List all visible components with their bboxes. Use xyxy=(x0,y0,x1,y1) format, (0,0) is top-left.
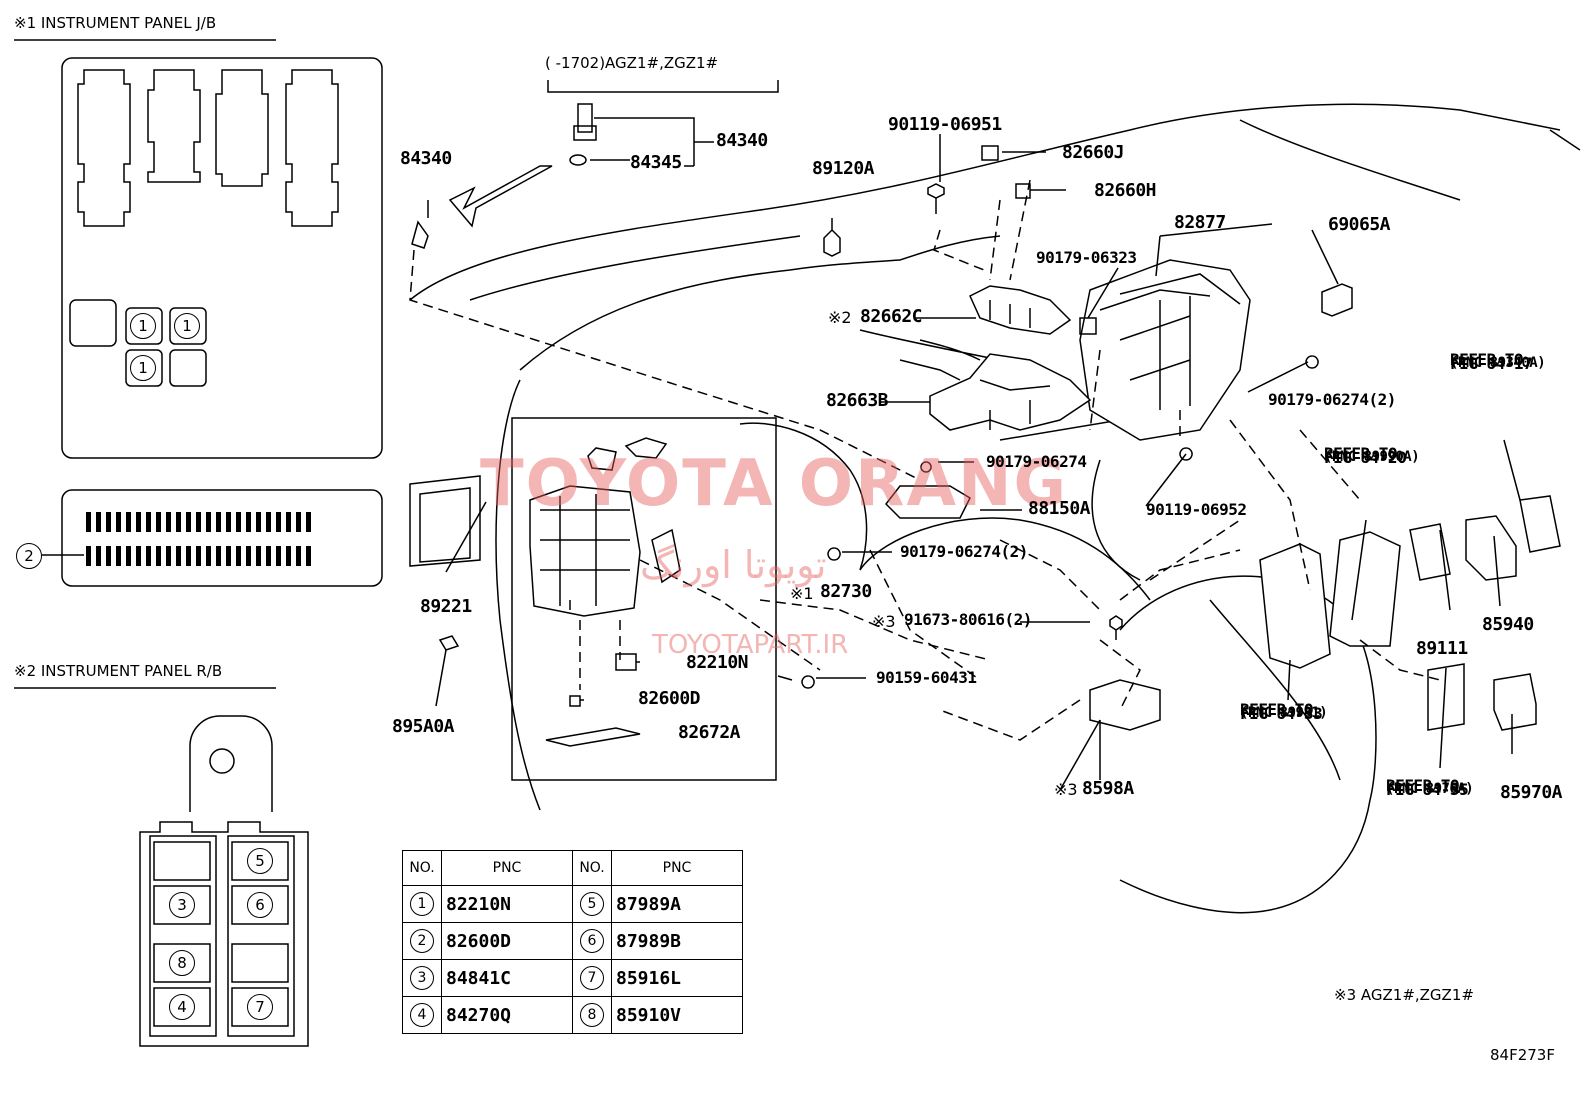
jb-circle-label: 1 xyxy=(130,313,156,339)
jb-section-title: ※1 INSTRUMENT PANEL J/B xyxy=(14,14,217,32)
watermark-persian: تویوتا اورنگ xyxy=(640,543,827,587)
part-label: 82730 xyxy=(820,581,872,602)
refer-line-2: FIG 84-33 xyxy=(1240,704,1323,723)
part-label: 82663B xyxy=(826,390,889,411)
jb-circle-label: 1 xyxy=(130,355,156,381)
header-no: NO. xyxy=(572,850,612,886)
refer-line-2: FIG 84-20 xyxy=(1324,448,1407,467)
watermark-url: TOYOTAPART.IR xyxy=(652,630,849,660)
part-label: 895A0A xyxy=(392,716,455,737)
header-pnc: PNC xyxy=(611,850,743,886)
row-pnc: 85910V xyxy=(611,996,743,1034)
part-mark: ※1 xyxy=(790,584,814,603)
part-label: 82660H xyxy=(1094,180,1157,201)
header-no: NO. xyxy=(402,850,442,886)
part-label: 82672A xyxy=(678,722,741,743)
part-label: 89120A xyxy=(812,158,875,179)
rb-circle-label: 3 xyxy=(169,892,195,918)
refer-line-2: FIG 84-35 xyxy=(1386,780,1469,799)
note-3: ※3 AGZ1#,ZGZ1# xyxy=(1334,986,1474,1004)
part-label: 82660J xyxy=(1062,142,1125,163)
part-mark: ※3 xyxy=(872,612,896,631)
part-label: 82210N xyxy=(686,652,749,673)
rb-circle-label: 6 xyxy=(247,892,273,918)
refer-line-1: REFER TO xyxy=(1450,350,1524,369)
rb-circle-label: 7 xyxy=(247,994,273,1020)
refer-line-3: (PNC 8976A) xyxy=(1386,781,1474,797)
watermark-main: TOYOTA ORANG xyxy=(480,447,1069,521)
part-mark: ※2 xyxy=(828,308,852,327)
part-label: 85940 xyxy=(1482,614,1534,635)
part-label: 89111 xyxy=(1416,638,1468,659)
row-number: 3 xyxy=(410,966,434,990)
refer-line-3: (PNC 89340A) xyxy=(1450,355,1546,371)
figure-id: 84F273F xyxy=(1490,1046,1555,1064)
row-pnc: 82600D xyxy=(441,922,573,960)
refer-line-3: (PNC 89990A) xyxy=(1324,449,1420,465)
part-label: 91673-80616(2) xyxy=(904,610,1032,629)
rb-circle-label: 8 xyxy=(169,950,195,976)
row-pnc: 82210N xyxy=(441,885,573,923)
part-label: 88150A xyxy=(1028,498,1091,519)
part-label: 90179-06274 xyxy=(986,452,1087,471)
row-number: 8 xyxy=(580,1003,604,1027)
refer-line-2: FIG 84-17 xyxy=(1450,354,1533,373)
row-pnc: 87989A xyxy=(611,885,743,923)
part-label: 90159-60431 xyxy=(876,668,977,687)
jb-connector-pins-row-1 xyxy=(86,512,316,532)
refer-line-1: REFER TO xyxy=(1240,700,1314,719)
row-number: 4 xyxy=(410,1003,434,1027)
refer-line-3: (PNC 89981) xyxy=(1240,705,1328,721)
row-number: 1 xyxy=(410,892,434,916)
row-pnc: 87989B xyxy=(611,922,743,960)
part-label: 69065A xyxy=(1328,214,1391,235)
row-number: 5 xyxy=(580,892,604,916)
row-pnc: 84841C xyxy=(441,959,573,997)
part-label: 84345 xyxy=(630,152,682,173)
part-label: 84340 xyxy=(716,130,768,151)
table-row: 4 84270Q 8 85910V xyxy=(402,996,743,1034)
part-label: 82600D xyxy=(638,688,701,709)
header-pnc: PNC xyxy=(441,850,573,886)
rb-circle-label: 4 xyxy=(169,994,195,1020)
part-label: 90179-06274(2) xyxy=(900,542,1028,561)
row-pnc: 85916L xyxy=(611,959,743,997)
part-mark: ※3 xyxy=(1054,780,1078,799)
row-number: 2 xyxy=(410,929,434,953)
part-label: 90179-06274(2) xyxy=(1268,390,1396,409)
row-number: 6 xyxy=(580,929,604,953)
applicability-note: ( -1702)AGZ1#,ZGZ1# xyxy=(545,54,719,72)
part-label: 85970A xyxy=(1500,782,1563,803)
rb-circle-label: 5 xyxy=(247,848,273,874)
table-row: 3 84841C 7 85916L xyxy=(402,959,743,997)
table-row: 1 82210N 5 87989A xyxy=(402,885,743,923)
refer-line-1: REFER TO xyxy=(1324,444,1398,463)
part-label: 89221 xyxy=(420,596,472,617)
part-label: 82877 xyxy=(1174,212,1226,233)
part-label: 90119-06951 xyxy=(888,114,1002,135)
part-label: 90119-06952 xyxy=(1146,500,1247,519)
row-number: 7 xyxy=(580,966,604,990)
jb-connector-pins-row-2 xyxy=(86,546,316,566)
part-label: 8598A xyxy=(1082,778,1134,799)
pnc-table-header: NO. PNC NO. PNC xyxy=(402,850,743,886)
part-label: 82662C xyxy=(860,306,923,327)
table-row: 2 82600D 6 87989B xyxy=(402,922,743,960)
jb-connector-marker: 2 xyxy=(16,543,42,569)
refer-line-1: REFER TO xyxy=(1386,776,1460,795)
row-pnc: 84270Q xyxy=(441,996,573,1034)
part-label: 90179-06323 xyxy=(1036,248,1137,267)
part-label: 84340 xyxy=(400,148,452,169)
pnc-table: NO. PNC NO. PNC 1 82210N 5 87989A 2 8260… xyxy=(402,850,743,1034)
rb-section-title: ※2 INSTRUMENT PANEL R/B xyxy=(14,662,223,680)
jb-circle-label: 1 xyxy=(174,313,200,339)
